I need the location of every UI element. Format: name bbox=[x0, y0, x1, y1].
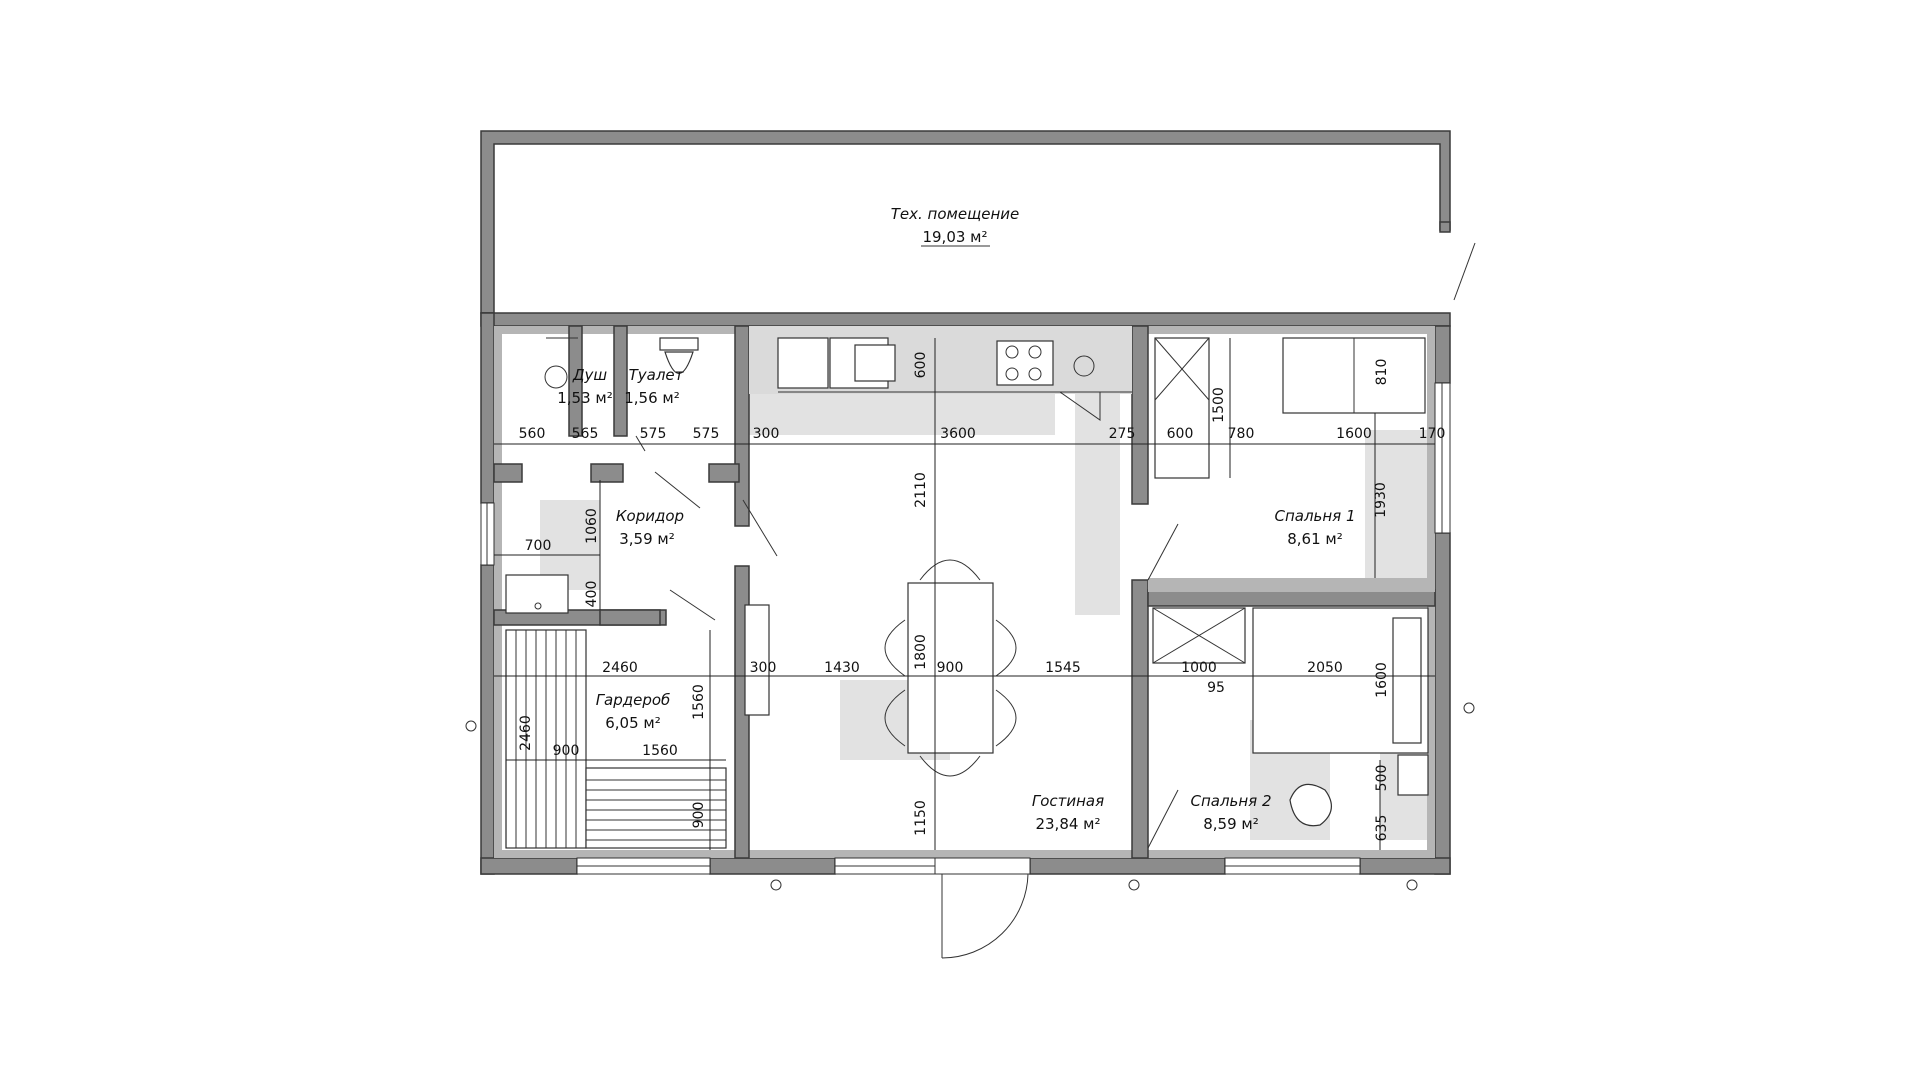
dim-1500: 1500 bbox=[1211, 387, 1227, 423]
room-area-living: 23,84 м² bbox=[1035, 815, 1100, 833]
dim-2110: 2110 bbox=[913, 472, 929, 508]
dim-575-a: 575 bbox=[640, 426, 667, 442]
dim-300-a: 300 bbox=[753, 426, 780, 442]
room-name-living: Гостиная bbox=[1032, 792, 1104, 810]
dim-565: 565 bbox=[572, 426, 599, 442]
dim-1930: 1930 bbox=[1373, 482, 1389, 518]
dimension-lines bbox=[494, 338, 1435, 850]
room-area-corridor: 3,59 м² bbox=[619, 530, 675, 548]
room-area-toilet: 1,56 м² bbox=[624, 389, 680, 407]
dim-2460-h: 2460 bbox=[602, 660, 638, 676]
dim-95: 95 bbox=[1207, 680, 1225, 696]
dim-900-h: 900 bbox=[553, 743, 580, 759]
room-name-wardrobe: Гардероб bbox=[596, 691, 671, 709]
room-area-tech: 19,03 м² bbox=[922, 228, 987, 246]
room-name-tech: Тех. помещение bbox=[891, 205, 1019, 223]
dim-1600-v: 1600 bbox=[1374, 662, 1390, 698]
dim-560: 560 bbox=[519, 426, 546, 442]
interior-doors bbox=[635, 435, 1179, 849]
dim-1600-a: 1600 bbox=[1336, 426, 1372, 442]
bathroom-fixtures bbox=[505, 337, 699, 614]
dim-635: 635 bbox=[1374, 815, 1390, 842]
room-name-bedroom2: Спальня 2 bbox=[1190, 792, 1271, 810]
dim-900-v: 900 bbox=[691, 802, 707, 829]
bedroom2-furniture bbox=[1152, 607, 1429, 827]
dim-2050: 2050 bbox=[1307, 660, 1343, 676]
dim-810: 810 bbox=[1374, 359, 1390, 386]
dining-set bbox=[744, 559, 1017, 777]
room-name-bedroom1: Спальня 1 bbox=[1274, 507, 1355, 525]
room-name-corridor: Коридор bbox=[616, 507, 684, 525]
dim-2460-v: 2460 bbox=[518, 715, 534, 751]
room-area-wardrobe: 6,05 м² bbox=[605, 714, 661, 732]
dim-1545: 1545 bbox=[1045, 660, 1081, 676]
dim-1560-h: 1560 bbox=[642, 743, 678, 759]
entrance-door bbox=[934, 857, 1031, 959]
room-name-shower: Душ bbox=[572, 366, 608, 384]
dim-170: 170 bbox=[1419, 426, 1446, 442]
dimension-texts: 560 565 575 575 300 3600 275 600 780 160… bbox=[518, 352, 1445, 842]
room-labels: Тех. помещение 19,03 м² Душ 1,53 м² Туал… bbox=[557, 205, 1355, 833]
dim-600-k: 600 bbox=[913, 352, 929, 379]
dim-900-t: 900 bbox=[937, 660, 964, 676]
dim-1560-v: 1560 bbox=[691, 684, 707, 720]
dim-400: 400 bbox=[584, 581, 600, 608]
room-area-bedroom2: 8,59 м² bbox=[1203, 815, 1259, 833]
dim-1800: 1800 bbox=[913, 634, 929, 670]
wardrobe-shelving bbox=[505, 629, 727, 849]
dim-1000: 1000 bbox=[1181, 660, 1217, 676]
dim-3600: 3600 bbox=[940, 426, 976, 442]
dim-300-b: 300 bbox=[750, 660, 777, 676]
dim-575-b: 575 bbox=[693, 426, 720, 442]
dim-780: 780 bbox=[1228, 426, 1255, 442]
dim-275: 275 bbox=[1109, 426, 1136, 442]
room-area-shower: 1,53 м² bbox=[557, 389, 613, 407]
room-name-toilet: Туалет bbox=[629, 366, 685, 384]
bedroom1-furniture bbox=[1154, 337, 1426, 479]
room-area-bedroom1: 8,61 м² bbox=[1287, 530, 1343, 548]
dim-1150: 1150 bbox=[913, 800, 929, 836]
dim-1430: 1430 bbox=[824, 660, 860, 676]
dim-500: 500 bbox=[1374, 765, 1390, 792]
dim-600-b: 600 bbox=[1167, 426, 1194, 442]
kitchen bbox=[777, 337, 1132, 421]
dim-700: 700 bbox=[525, 538, 552, 554]
dim-1060: 1060 bbox=[584, 508, 600, 544]
